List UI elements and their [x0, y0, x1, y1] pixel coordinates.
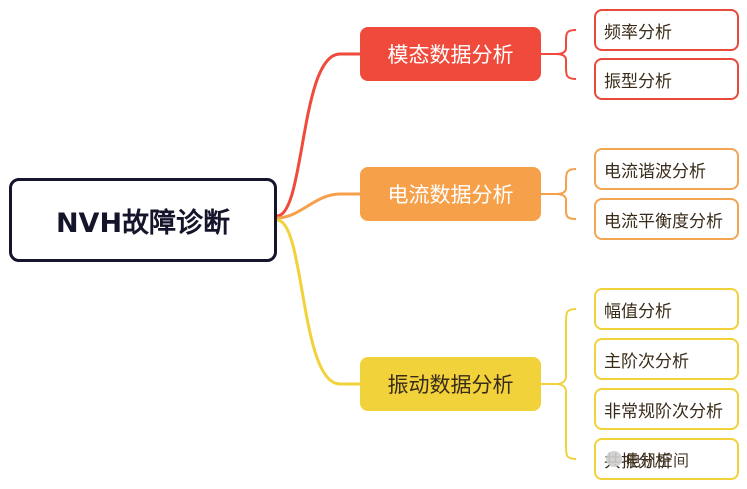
leaf-irregular-order-analysis[interactable]: 非常规阶次分析 [594, 388, 739, 430]
leaf-mode-shape-analysis[interactable]: 振型分析 [594, 58, 739, 100]
watermark-text: 电机空间 [625, 451, 690, 470]
wechat-icon [606, 451, 622, 467]
bracket-current [541, 168, 577, 220]
connector-root-vibration [276, 218, 360, 386]
bracket-modal [541, 29, 577, 80]
leaf-main-order-analysis[interactable]: 主阶次分析 [594, 338, 739, 380]
leaf-frequency-analysis[interactable]: 频率分析 [594, 9, 739, 51]
category-vibration-analysis[interactable]: 振动数据分析 [360, 357, 541, 411]
leaf-current-balance-analysis[interactable]: 电流平衡度分析 [594, 198, 739, 240]
leaf-current-harmonic-analysis[interactable]: 电流谐波分析 [594, 148, 739, 190]
watermark: 电机空间 [606, 447, 689, 471]
connector-root-modal [276, 52, 360, 218]
connector-root-current [276, 192, 360, 220]
category-current-analysis[interactable]: 电流数据分析 [360, 167, 541, 221]
leaf-amplitude-analysis[interactable]: 幅值分析 [594, 288, 739, 330]
root-node[interactable]: NVH故障诊断 [9, 178, 277, 262]
category-modal-analysis[interactable]: 模态数据分析 [360, 27, 541, 81]
bracket-vibration [541, 308, 577, 460]
